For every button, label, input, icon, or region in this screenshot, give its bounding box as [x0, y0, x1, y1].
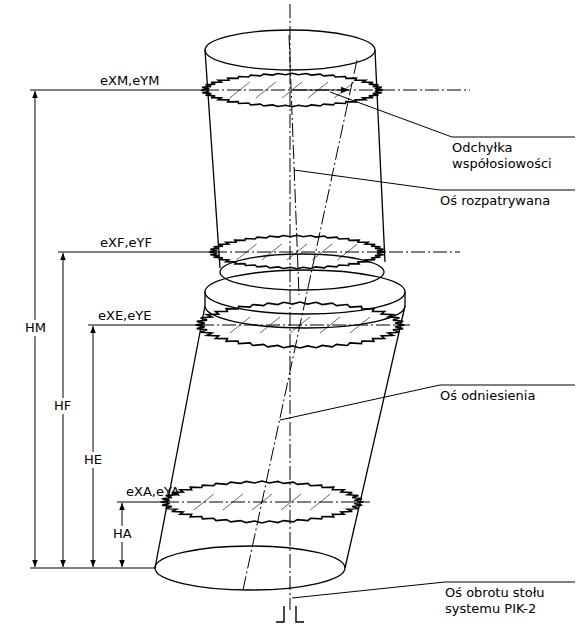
callout-label: Odchyłka współosiowości — [452, 140, 570, 172]
callout-label: Oś odniesienia — [440, 388, 535, 404]
section-line — [165, 502, 370, 503]
section-label: eXA,eYA — [126, 484, 180, 500]
section-label: eXE,eYE — [98, 308, 151, 324]
considered-axis — [289, 35, 299, 295]
leader-line — [294, 170, 575, 190]
dimension-line — [93, 326, 94, 567]
profile-group — [161, 73, 405, 523]
callout-label: Oś obrotu stołu systemu PIK-2 — [445, 585, 570, 617]
section-line — [205, 90, 470, 91]
extension-line — [30, 568, 155, 569]
height-dimension: HE — [83, 452, 103, 468]
cylinder-bottom — [220, 254, 384, 290]
height-dimension: HM — [24, 320, 47, 336]
rotation-axis — [290, 4, 291, 610]
cylinder-side — [375, 50, 385, 262]
cylinder-ring — [205, 292, 405, 328]
section-label: eXM,eYM — [100, 73, 159, 89]
extension-line — [58, 252, 213, 253]
cylinder-side — [345, 306, 405, 568]
section-line — [200, 325, 410, 326]
cylinder-bottom — [155, 546, 345, 590]
section-label: eXF,eYF — [100, 235, 152, 251]
height-dimension: HF — [53, 398, 72, 414]
leader-line — [280, 385, 575, 420]
table-symbol — [276, 606, 304, 622]
extension-line — [30, 90, 205, 91]
height-dimension: HA — [112, 526, 133, 542]
extension-line — [88, 325, 200, 326]
callout-label: Oś rozpatrywana — [440, 193, 550, 209]
extension-line — [117, 502, 165, 503]
cylinder-side — [155, 306, 205, 568]
cylinder-ring — [205, 270, 405, 314]
deviation-arrow — [292, 89, 349, 90]
section-line — [213, 252, 460, 253]
leader-line — [330, 92, 575, 137]
